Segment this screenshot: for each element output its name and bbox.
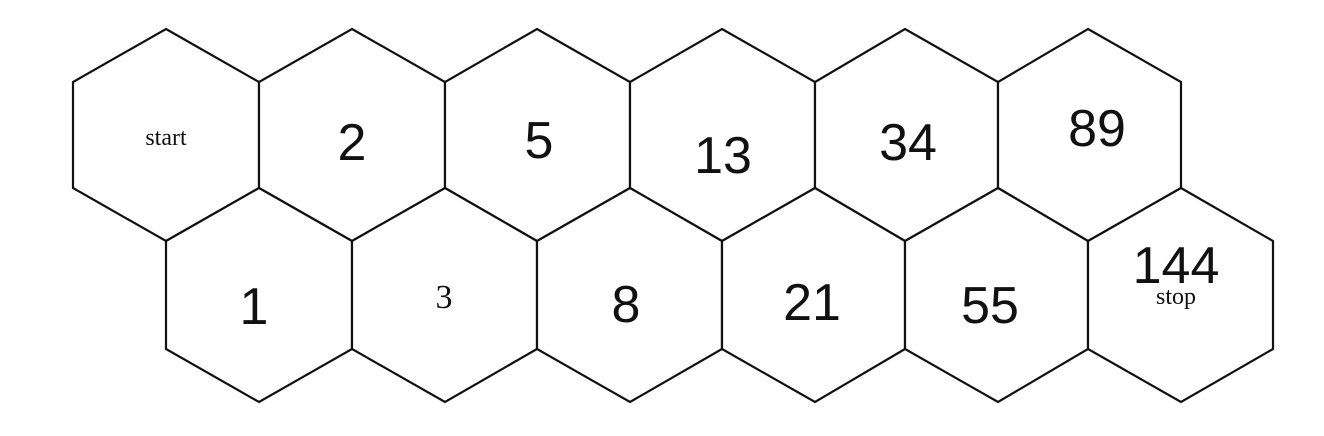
- hexagon-shape: [1086, 186, 1275, 404]
- cell-label-55: 55: [961, 277, 1019, 335]
- cell-label-144: 144: [1133, 237, 1220, 295]
- cell-label-8: 8: [612, 276, 641, 334]
- hex-cell-2: 2: [257, 27, 447, 243]
- cell-label-2: 2: [338, 114, 367, 172]
- cell-label-5: 5: [525, 112, 554, 170]
- hex-cell-144: 144 stop: [1086, 186, 1275, 404]
- hex-cell-21: 21: [720, 186, 907, 404]
- cell-label-13: 13: [694, 127, 752, 185]
- cell-label-3: 3: [436, 279, 453, 316]
- hex-cell-3: 3: [350, 186, 539, 404]
- hex-cell-13: 13: [628, 27, 817, 243]
- cell-label-1: 1: [240, 278, 269, 336]
- hex-cell-55: 55: [903, 186, 1090, 404]
- cell-label-34: 34: [879, 114, 937, 172]
- hex-cell-1: 1: [164, 186, 354, 404]
- cell-sublabel-stop: stop: [1156, 284, 1196, 310]
- cell-label-89: 89: [1068, 100, 1126, 158]
- cell-label-start: start: [145, 125, 187, 151]
- cell-label-21: 21: [783, 274, 841, 332]
